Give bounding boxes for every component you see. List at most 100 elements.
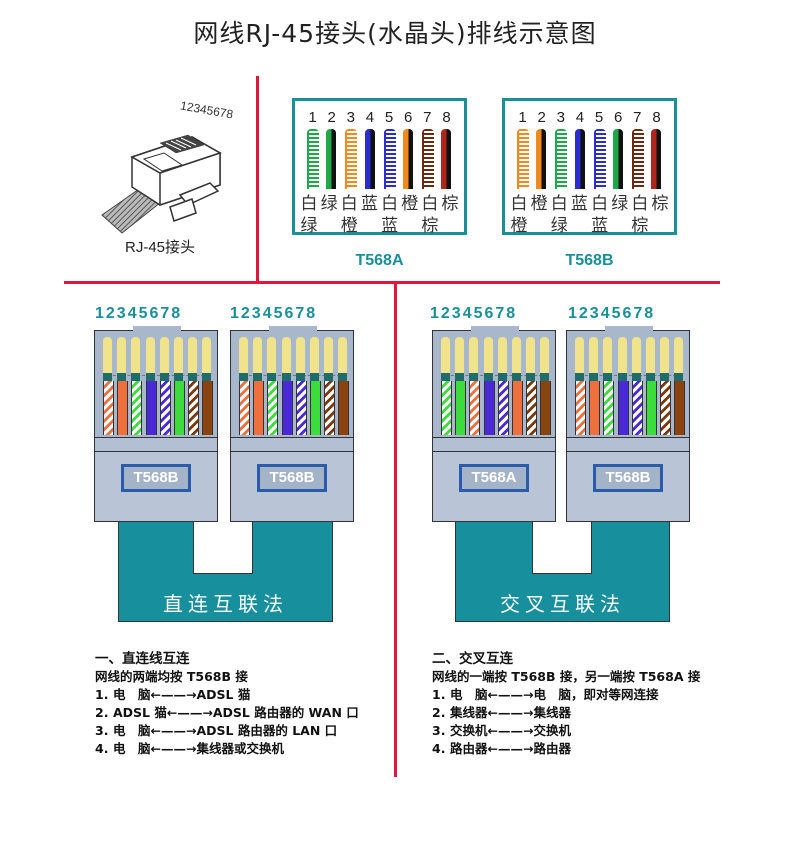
note-item: 4.路由器←——→路由器 <box>432 740 752 758</box>
wire-orange <box>512 381 523 435</box>
color-label: 棕 <box>441 194 459 214</box>
gold-pin <box>103 337 112 373</box>
gold-pin <box>159 337 169 373</box>
plug-latch <box>471 326 519 331</box>
plug-housing <box>566 326 690 438</box>
standard-title-t568b: T568B <box>565 252 614 269</box>
pin-number: 2 <box>537 109 546 126</box>
page-title: 网线RJ-45接头(水晶头)排线示意图 <box>193 19 597 48</box>
pin-band <box>483 373 493 381</box>
note-item: 4.电 脑←——→集线器或交换机 <box>95 740 385 758</box>
note-left: 交换机 <box>450 723 488 738</box>
note-number: 4. <box>432 741 446 756</box>
gold-pin <box>526 337 536 373</box>
plug-latch <box>605 326 653 331</box>
color-label: 绿 <box>550 216 568 236</box>
pin-numbers-cross-left: 12345678 <box>430 305 518 322</box>
pin-number: 6 <box>404 109 413 126</box>
color-label: 白 <box>300 194 318 214</box>
notes-subheading: 网线的两端均按 T568B 接 <box>95 669 248 684</box>
wire-blue <box>145 381 157 435</box>
wire-green <box>326 129 337 189</box>
note-right: 集线器 <box>533 705 571 720</box>
plug-boot: T568B <box>94 452 218 522</box>
note-item: 1.电 脑←——→电 脑，即对等网连接 <box>432 686 752 704</box>
gold-pin <box>281 337 291 373</box>
gold-pin <box>497 337 507 373</box>
wire-white-green <box>555 129 568 189</box>
wire-strip <box>303 129 456 189</box>
pin-numbers-straight-right: 12345678 <box>230 305 318 322</box>
note-right: 路由器 <box>533 741 571 756</box>
gold-pin <box>469 337 479 373</box>
gold-pin <box>646 337 655 373</box>
wire-white-brown <box>422 129 435 189</box>
pin-band <box>617 373 627 381</box>
plug-edge-line <box>239 375 345 376</box>
pin-band <box>674 373 684 381</box>
wire-green <box>174 381 185 435</box>
note-left: 电 脑 <box>450 687 488 702</box>
wire-white-blue <box>159 381 171 435</box>
pin-band <box>631 373 641 381</box>
rj45-plug-icon <box>101 134 222 234</box>
color-label: 蓝 <box>381 216 399 236</box>
wire-brown <box>338 381 350 435</box>
gold-pin <box>117 337 127 373</box>
wire-white-green <box>267 381 279 435</box>
standard-badge: T568B <box>257 464 327 492</box>
color-row-2: 绿橙蓝棕 <box>299 211 460 236</box>
wire-strip <box>513 129 666 189</box>
pin-band <box>603 373 613 381</box>
standard-badge: T568B <box>593 464 663 492</box>
gold-pin <box>202 337 212 373</box>
note-left: ADSL 猫 <box>113 705 167 720</box>
color-label: 绿 <box>611 194 629 214</box>
pin-band <box>441 373 450 381</box>
gold-pin <box>483 337 493 373</box>
note-right: 交换机 <box>533 723 571 738</box>
gold-pin <box>267 337 277 373</box>
plug-boot: T568B <box>230 452 354 522</box>
color-label: 橙 <box>530 194 548 214</box>
gold-pin <box>324 337 334 373</box>
notes-heading: 二、交叉互连 <box>432 651 513 667</box>
note-right: ADSL 路由器的 LAN 口 <box>196 723 338 738</box>
pin-band <box>310 373 319 381</box>
plug-latch <box>269 326 317 331</box>
pin-number: 3 <box>346 109 355 126</box>
note-item: 3.电 脑←——→ADSL 路由器的 LAN 口 <box>95 722 385 740</box>
color-label: 棕 <box>651 194 669 214</box>
gold-pin <box>660 337 670 373</box>
gold-pin <box>603 337 613 373</box>
arrow-icon: ←——→ <box>487 741 534 756</box>
wire-white-orange <box>239 381 250 435</box>
plug-latch <box>133 326 181 331</box>
wire-blue <box>364 129 375 189</box>
wire-white-green <box>441 381 452 435</box>
wire-brown <box>441 129 452 189</box>
gold-pin <box>174 337 183 373</box>
arrow-icon: ←——→ <box>166 705 213 720</box>
note-item: 2.ADSL 猫←——→ADSL 路由器的 WAN 口 <box>95 704 385 722</box>
pin-number: 6 <box>614 109 623 126</box>
plug-housing <box>94 326 218 438</box>
plug-housing <box>230 326 354 438</box>
pin-number: 1 <box>518 109 527 126</box>
wire-white-brown <box>188 381 200 435</box>
wire-white-green <box>131 381 143 435</box>
pin-numbers-cross-right: 12345678 <box>568 305 656 322</box>
pin-band <box>202 373 212 381</box>
cable-label-straight: 直连互联法 <box>163 592 288 616</box>
wire-brown <box>540 381 552 435</box>
pin-band <box>117 373 127 381</box>
pin-band <box>145 373 155 381</box>
wire-white-green <box>603 381 615 435</box>
wire-green <box>613 129 623 189</box>
gold-pin <box>310 337 319 373</box>
note-number: 3. <box>432 723 446 738</box>
pin-band <box>159 373 169 381</box>
